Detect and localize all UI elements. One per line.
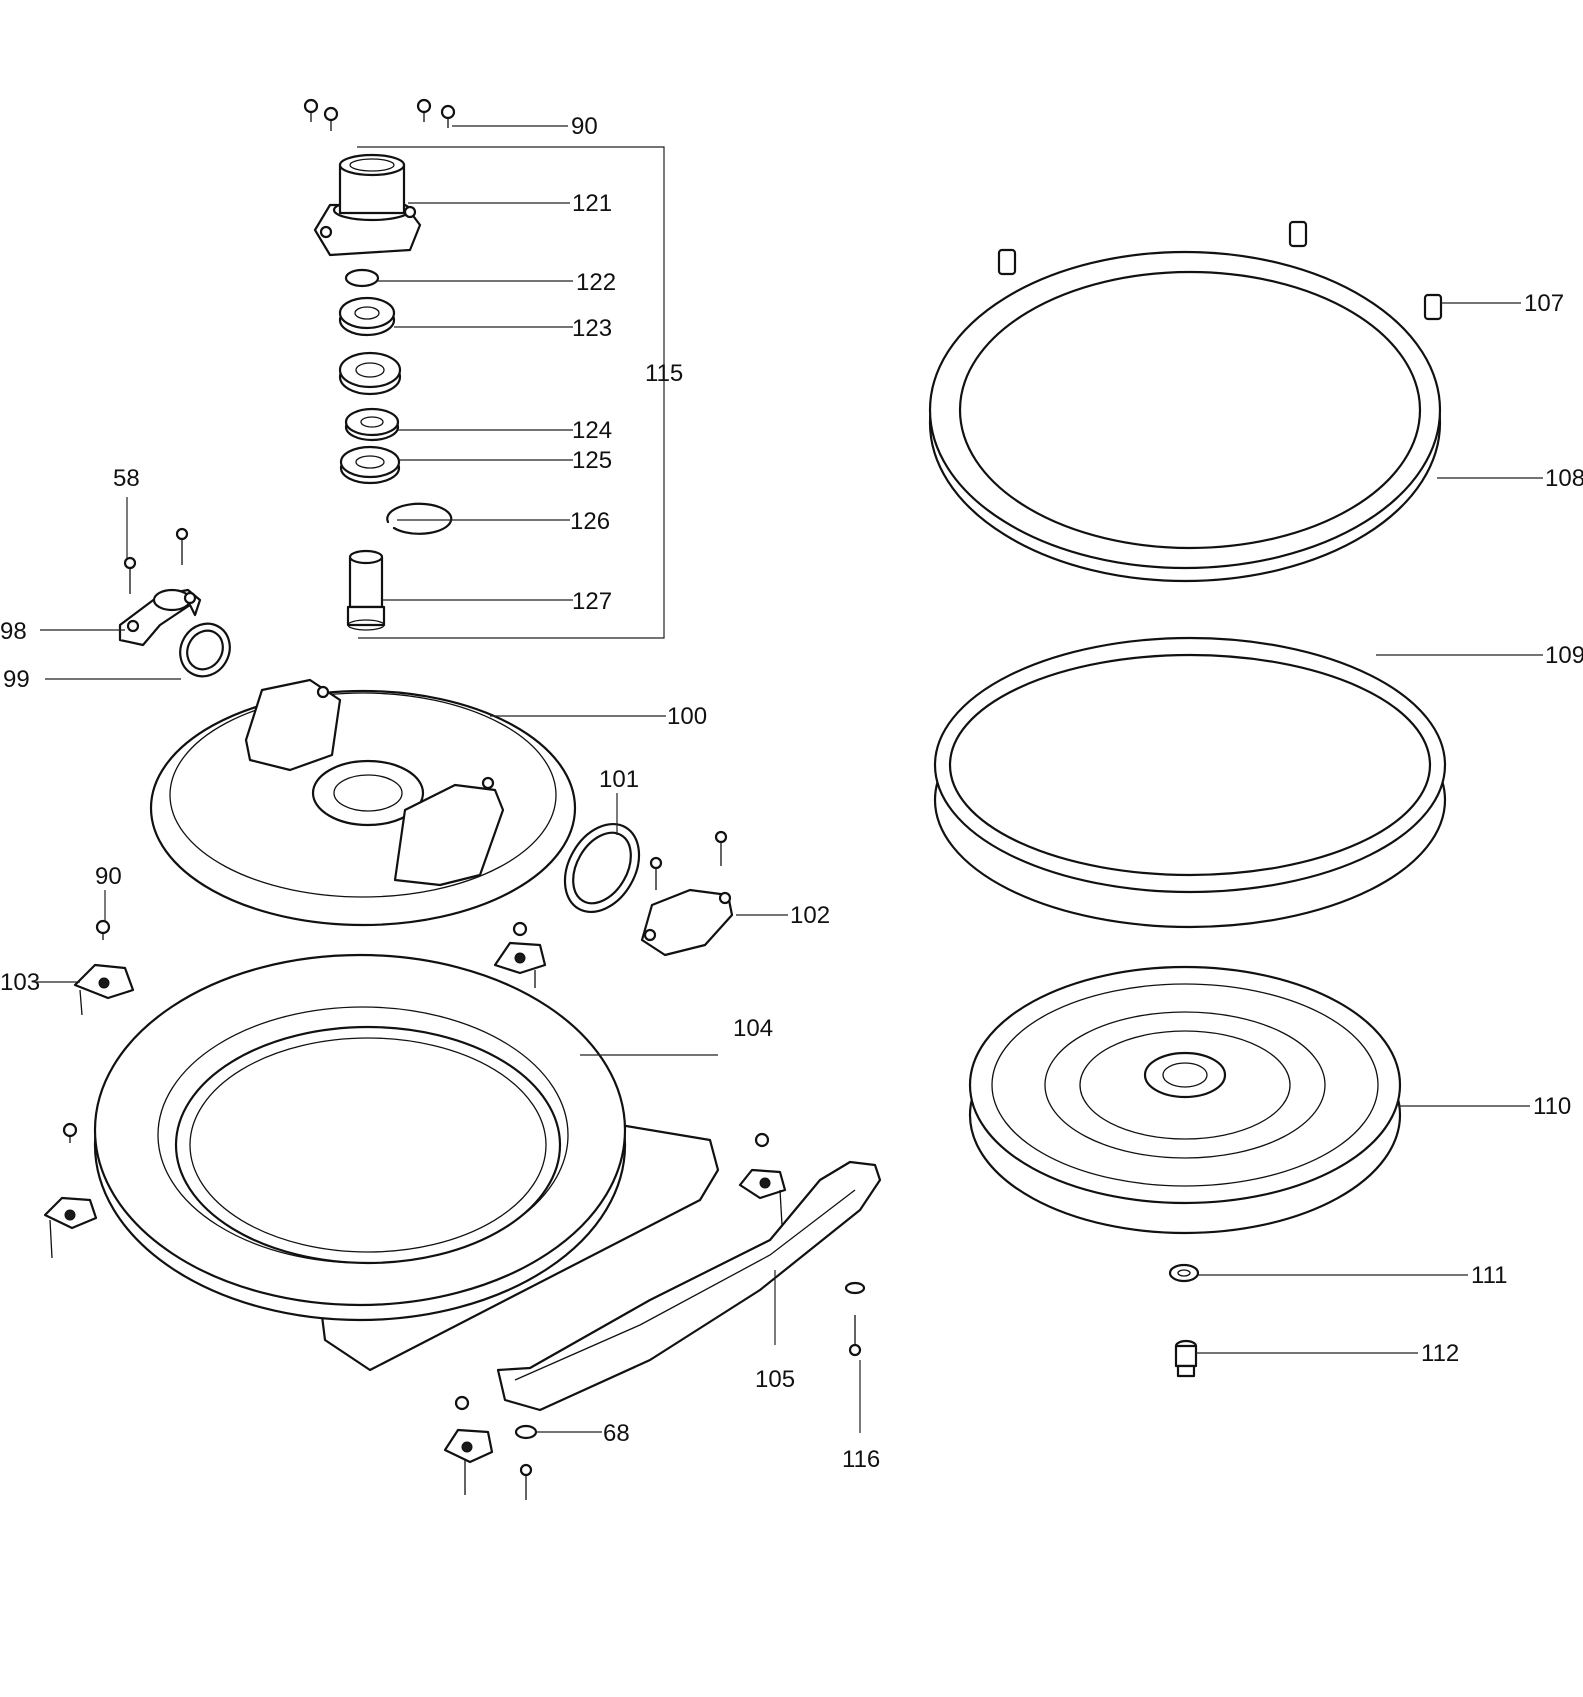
callout-123: 123 <box>572 315 612 342</box>
callout-107: 107 <box>1524 290 1564 317</box>
screws-part-58 <box>123 527 189 594</box>
callout-112: 112 <box>1421 1340 1459 1367</box>
callout-124: 124 <box>572 417 612 444</box>
bearing-housing-part-121 <box>313 153 422 257</box>
callout-127: 127 <box>572 588 612 615</box>
shaft-part-127 <box>346 549 386 631</box>
callout-102: 102 <box>790 902 830 929</box>
callout-125: 125 <box>572 447 612 474</box>
callout-108: 108 <box>1545 465 1583 492</box>
ring-part-108 <box>928 250 1442 583</box>
lever-part-105 <box>496 1160 882 1412</box>
callout-90-lower: 90 <box>95 863 122 890</box>
circlip-part-126 <box>386 502 453 535</box>
callout-68: 68 <box>603 1420 630 1447</box>
bearing-part-123 <box>338 296 396 337</box>
parts-68-area <box>443 1395 538 1500</box>
ring-part-109 <box>933 636 1447 929</box>
callout-101: 101 <box>599 766 639 793</box>
callout-100: 100 <box>667 703 707 730</box>
callout-126: 126 <box>570 508 610 535</box>
clip-part-103 <box>73 963 135 1016</box>
screw-part-90-lower <box>95 919 111 940</box>
callout-110: 110 <box>1533 1093 1571 1120</box>
clamp-part-98 <box>118 588 202 647</box>
clips-around-frame <box>43 1122 787 1259</box>
clamp-part-102 <box>640 830 734 957</box>
screw-part-116 <box>844 1281 866 1357</box>
base-frame-part-104 <box>93 953 720 1372</box>
callout-115: 115 <box>645 360 683 387</box>
washer-part-111 <box>1168 1263 1200 1283</box>
seal-ring-part-101 <box>563 822 641 914</box>
callout-99: 99 <box>3 666 30 693</box>
callout-122: 122 <box>576 269 616 296</box>
callout-109: 109 <box>1545 642 1583 669</box>
callout-90-top: 90 <box>571 113 598 140</box>
callout-116: 116 <box>842 1446 880 1473</box>
washer-part-124 <box>344 407 400 442</box>
callout-103: 103 <box>0 969 40 996</box>
bracket-leader-115 <box>357 146 665 639</box>
callout-111: 111 <box>1471 1262 1507 1289</box>
callout-104: 104 <box>733 1015 773 1042</box>
callout-121: 121 <box>572 190 612 217</box>
callout-58: 58 <box>113 465 140 492</box>
cover-plate-part-100 <box>149 678 577 927</box>
screw-part-112 <box>1174 1339 1198 1378</box>
clip-mid <box>493 921 547 988</box>
seal-ring-part-99 <box>179 622 231 678</box>
seal-part-125 <box>339 445 401 485</box>
callout-98: 98 <box>0 618 27 645</box>
screws-part-90-top <box>303 98 456 131</box>
sanding-pad-part-110 <box>968 965 1402 1235</box>
bearing-part-unlabeled <box>338 351 402 396</box>
callout-105: 105 <box>755 1366 795 1393</box>
circlip-part-122 <box>344 268 380 288</box>
